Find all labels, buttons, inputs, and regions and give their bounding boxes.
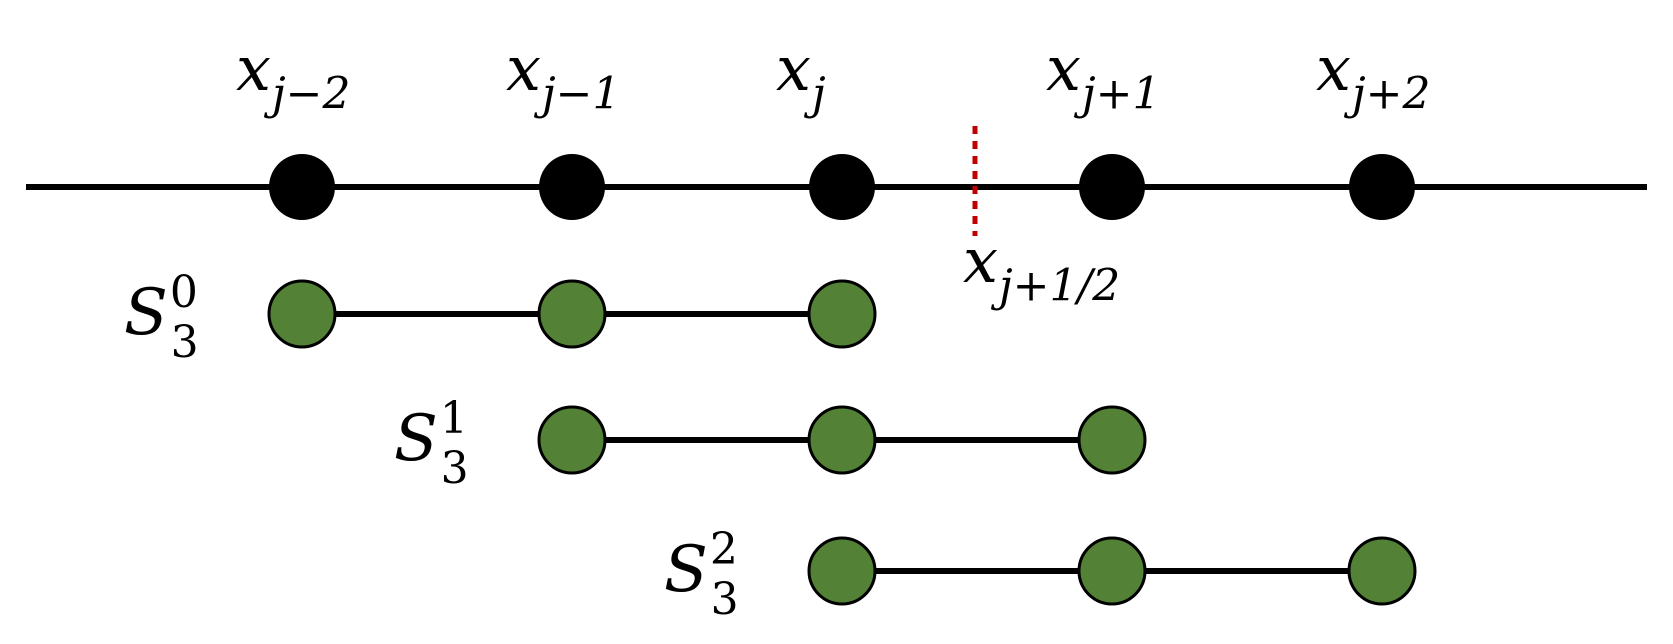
- stencil-0-point-2: [807, 279, 877, 349]
- stencil-1-point-1: [807, 405, 877, 475]
- grid-point-3: [1079, 154, 1145, 220]
- grid-point-1: [539, 154, 605, 220]
- grid-point-label-3: xj+1: [1046, 32, 1160, 120]
- stencil-0-point-0: [267, 279, 337, 349]
- grid-point-label-4: xj+2: [1316, 32, 1430, 120]
- grid-point-0: [269, 154, 335, 220]
- stencil-2-point-0: [807, 536, 877, 606]
- stencil-2-point-2: [1347, 536, 1417, 606]
- grid-axis-group: xj−2 xj−1 xj xj+1 xj+2: [26, 32, 1647, 220]
- interface-group: xj+1/2: [963, 126, 1120, 312]
- grid-point-label-0: xj−2: [236, 32, 350, 120]
- grid-point-4: [1349, 154, 1415, 220]
- stencil-1-point-2: [1077, 405, 1147, 475]
- grid-point-2: [809, 154, 875, 220]
- stencil-2-point-1: [1077, 536, 1147, 606]
- grid-point-label-1: xj−1: [506, 32, 620, 120]
- stencil-0-point-1: [537, 279, 607, 349]
- interface-label: xj+1/2: [963, 224, 1120, 312]
- stencil-1-point-0: [537, 405, 607, 475]
- grid-point-label-2: xj: [776, 32, 826, 120]
